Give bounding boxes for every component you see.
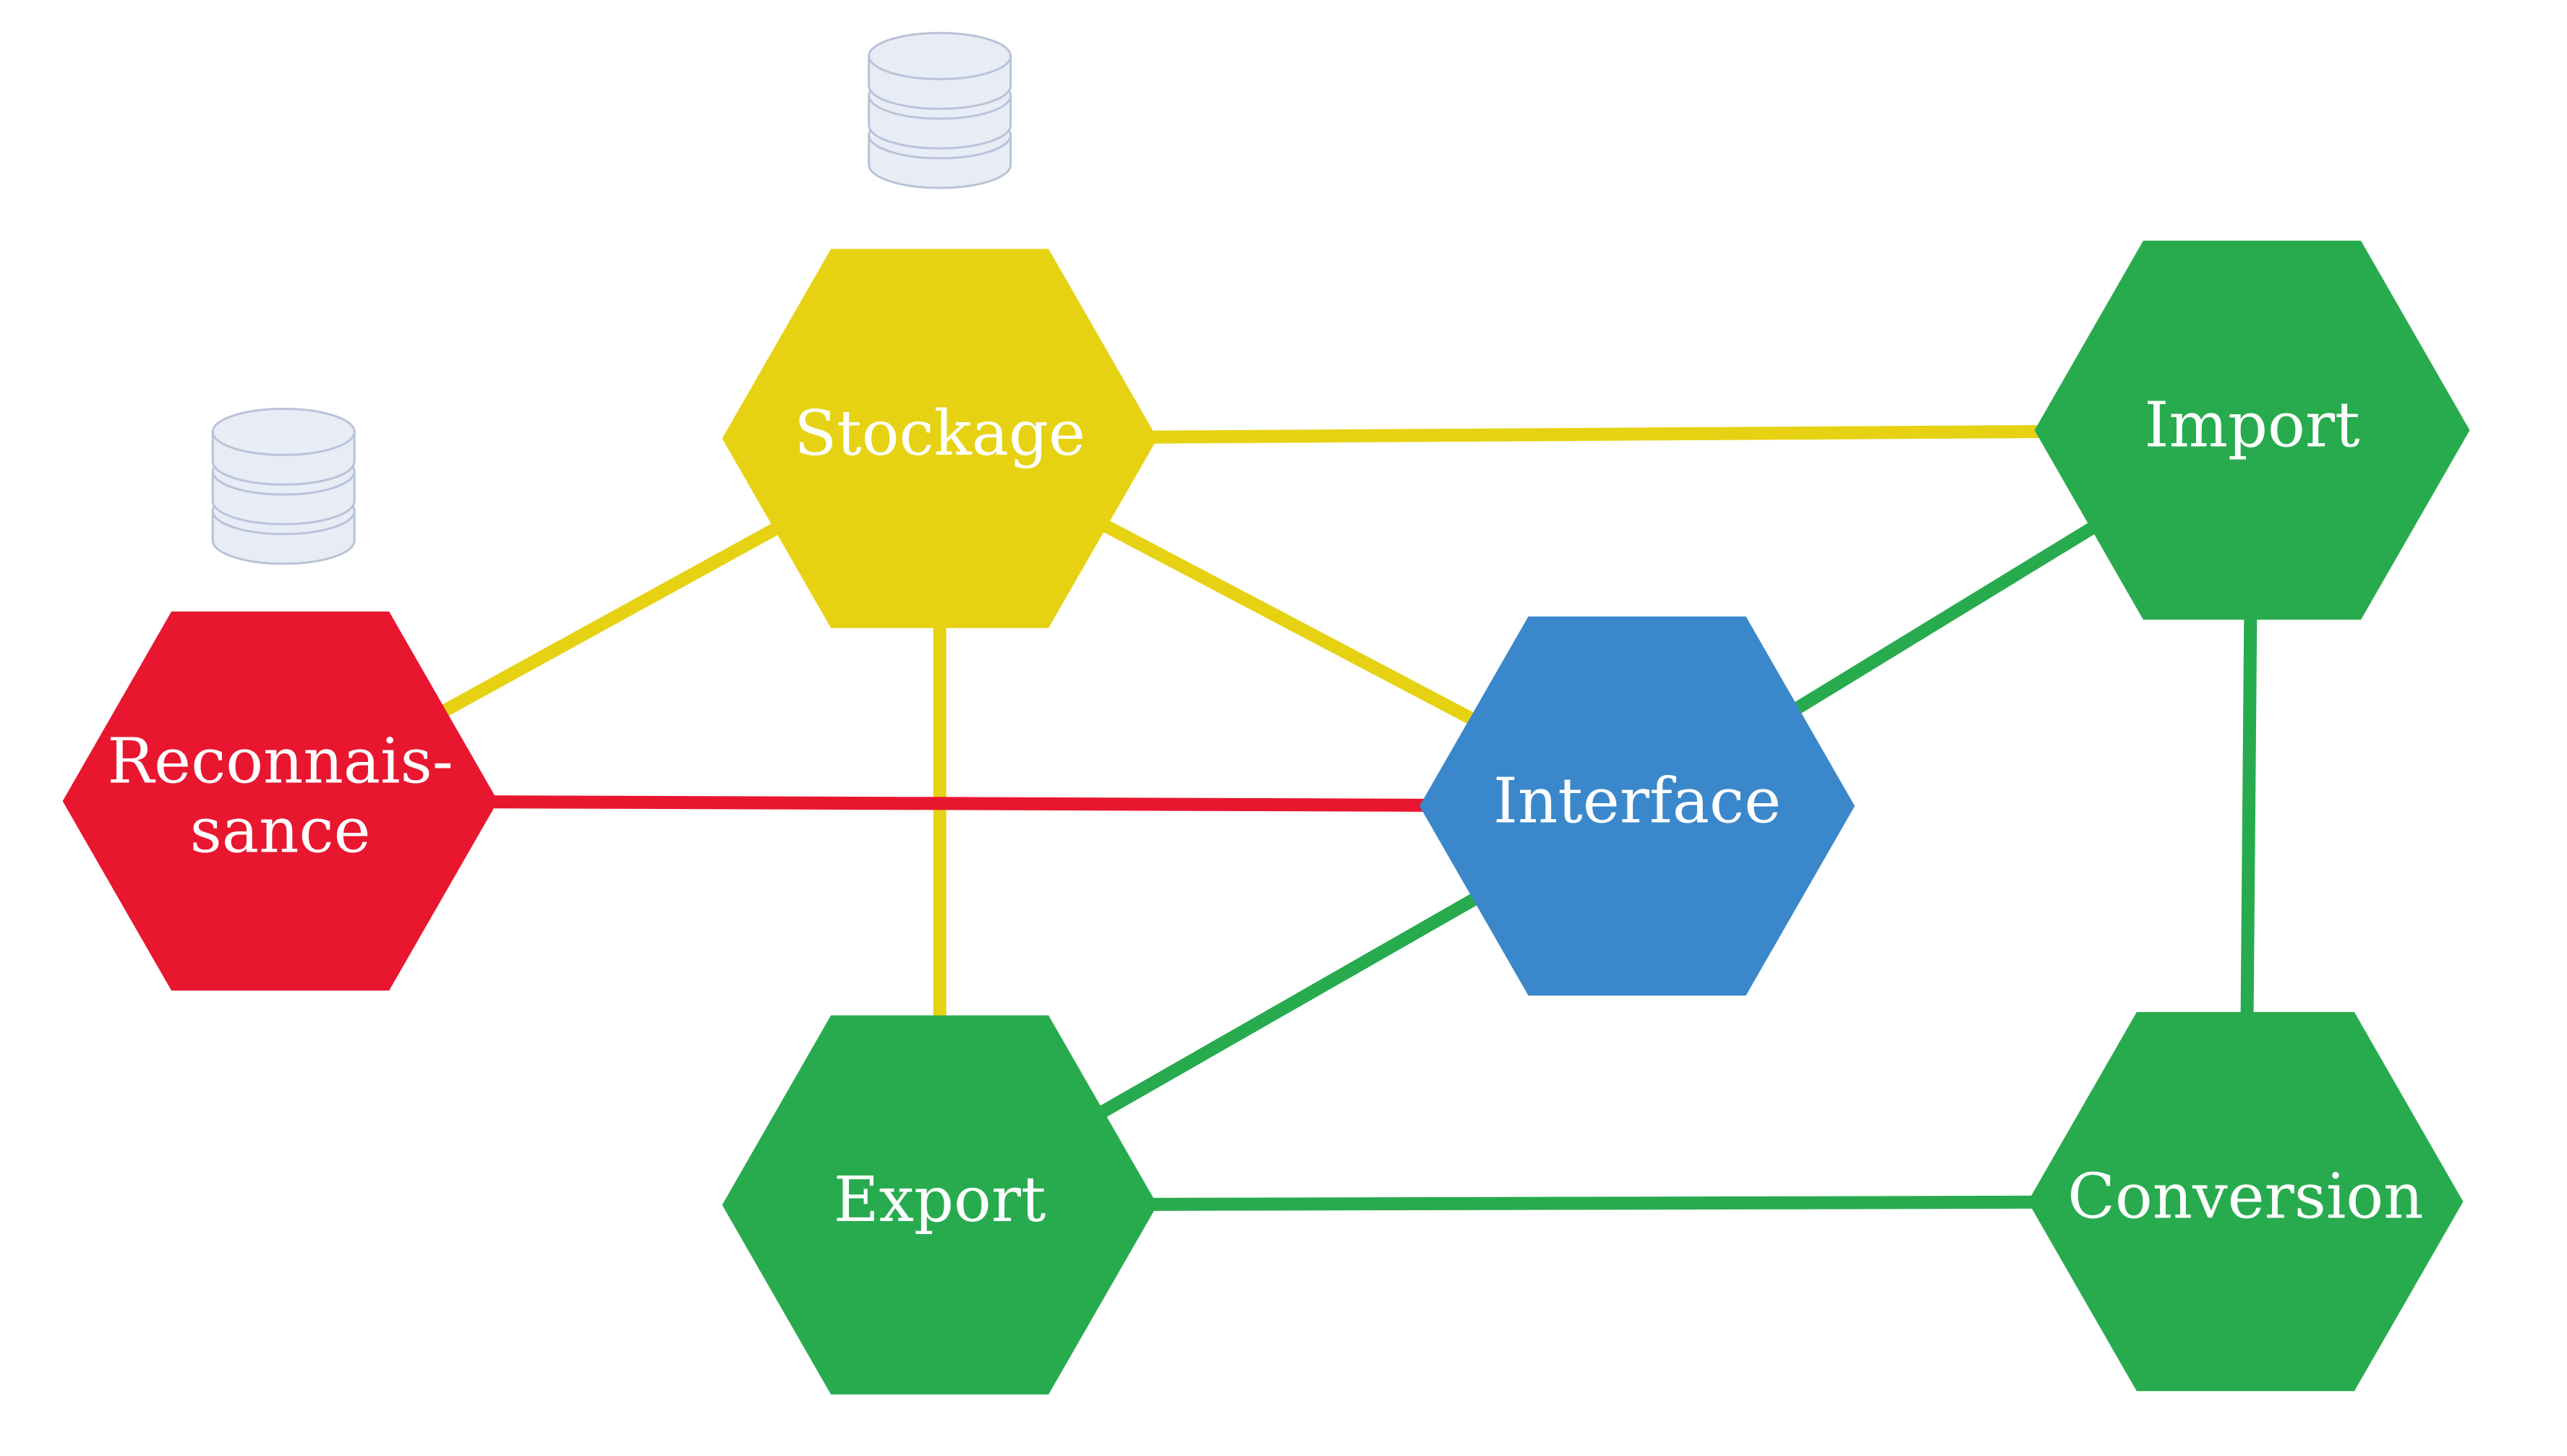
node-interface: Interface bbox=[1419, 616, 1855, 996]
node-label: Stockage bbox=[794, 398, 1085, 470]
node-label: Import bbox=[2144, 390, 2359, 462]
hexagon-shape bbox=[2034, 240, 2470, 620]
hexagon-shape bbox=[2028, 1011, 2464, 1392]
node-conversion: Conversion bbox=[2028, 1011, 2464, 1392]
node-export: Export bbox=[722, 1015, 1158, 1395]
edge-reconnaissance-interface bbox=[280, 795, 1638, 813]
node-label: sance bbox=[190, 795, 371, 867]
node-stockage: Stockage bbox=[722, 249, 1158, 628]
edge-stockage-import bbox=[939, 424, 2252, 445]
database-icon bbox=[211, 407, 356, 565]
node-label: Reconnais- bbox=[107, 726, 453, 798]
database-icon bbox=[868, 32, 1012, 189]
node-label: Conversion bbox=[2067, 1161, 2423, 1233]
hexagon-shape bbox=[1419, 616, 1855, 996]
database-icons bbox=[211, 32, 1012, 565]
connections bbox=[277, 424, 2259, 1212]
node-label: Export bbox=[834, 1164, 1046, 1236]
node-label: Interface bbox=[1493, 765, 1781, 837]
hexagon-shape bbox=[62, 611, 498, 991]
edge-export-conversion bbox=[939, 1195, 2246, 1212]
node-reconnaissance: Reconnais-sance bbox=[62, 611, 498, 991]
nodes: Reconnais-sance Stockage ImportInterfaceEx… bbox=[62, 240, 2470, 1395]
node-import: Import bbox=[2034, 240, 2470, 620]
hexagon-shape bbox=[722, 1015, 1158, 1395]
hexagon-shape bbox=[722, 249, 1158, 628]
